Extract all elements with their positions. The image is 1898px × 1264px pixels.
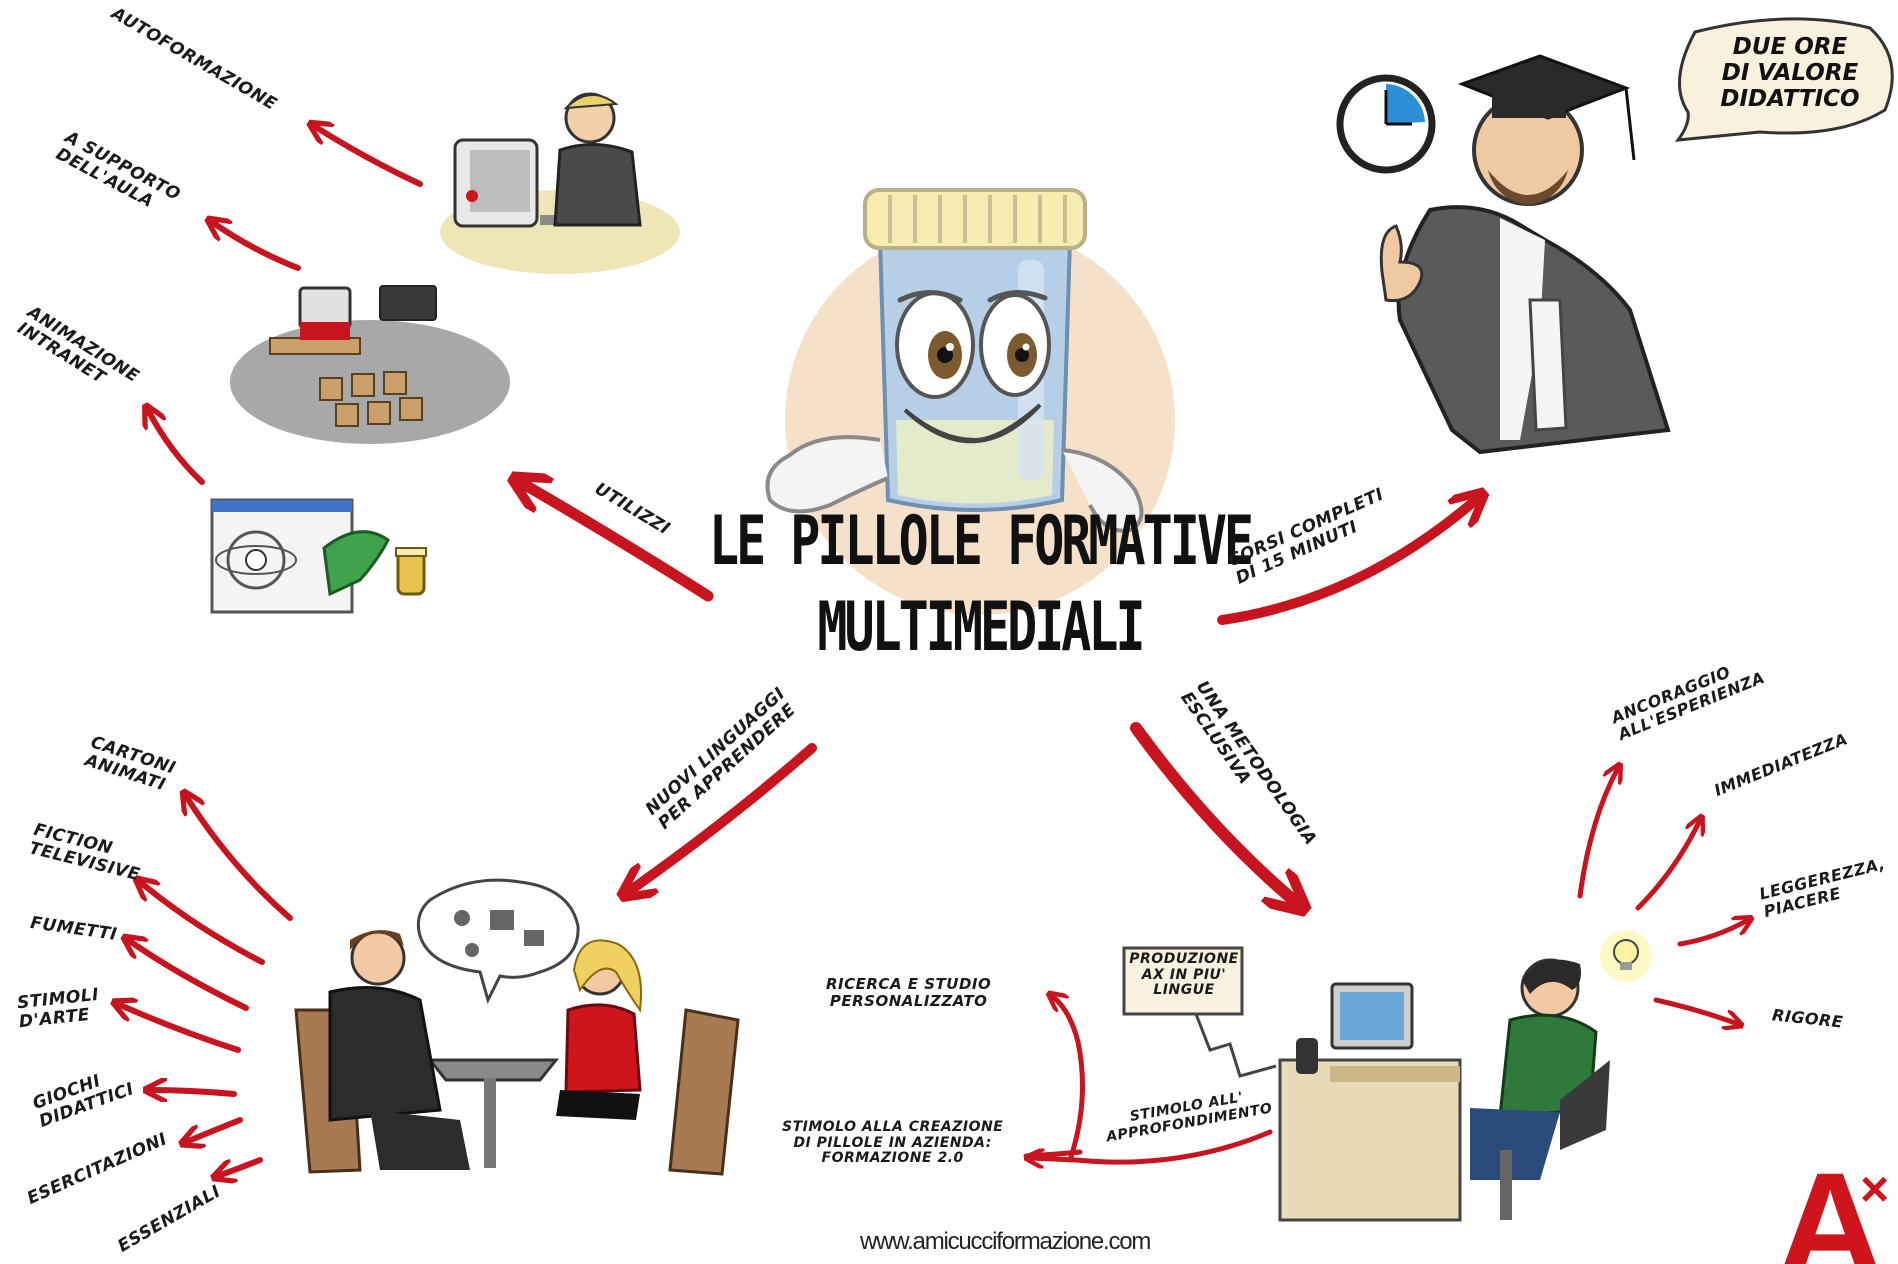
diagram-title: LE PILLOLE FORMATIVE MULTIMEDIALI [708,501,1254,667]
lightbulb-icon [1600,930,1652,982]
graduate-speech-bubble [1674,17,1894,142]
designer-at-desk-illustration [1278,958,1610,1222]
produzione-text: PRODUZIONE AX IN PIU' LINGUE [1129,951,1239,999]
graduate-bubble-text: DUE ORE DI VALORE DIDATTICO [1720,34,1860,113]
branch-arrow-corsi [1217,498,1478,625]
utilizzi-sub-arrows [148,126,423,485]
pill-mascot [765,188,1175,615]
clock-icon [1336,74,1436,174]
computer-user-illustration [440,92,680,274]
metodologia-sub-arrows [1577,768,1748,1024]
classroom-illustration [230,285,510,444]
website-url: www.amicucciformazione.com [860,1228,1151,1255]
graduate-illustration [1379,54,1671,455]
branch-arrow-metodologia [1130,722,1298,904]
item-ricerca-studio: RICERCA E STUDIO PERSONALIZZATO [826,975,992,1010]
item-stimolo-creazione: STIMOLO ALLA CREAZIONE DI PILLOLE IN AZI… [782,1119,1004,1167]
produzione-callout [1122,946,1277,1078]
stimolo-arrows [1023,996,1273,1162]
intranet-window-illustration [210,498,427,614]
brand-logo-mark: × [1860,1161,1890,1217]
branch-arrow-linguaggi [628,743,817,892]
linguaggi-sub-arrows [118,796,293,1176]
meeting-couple-illustration [294,878,740,1176]
brand-logo-letter: A [1776,1141,1885,1264]
branch-arrow-utilizzi [520,482,714,602]
